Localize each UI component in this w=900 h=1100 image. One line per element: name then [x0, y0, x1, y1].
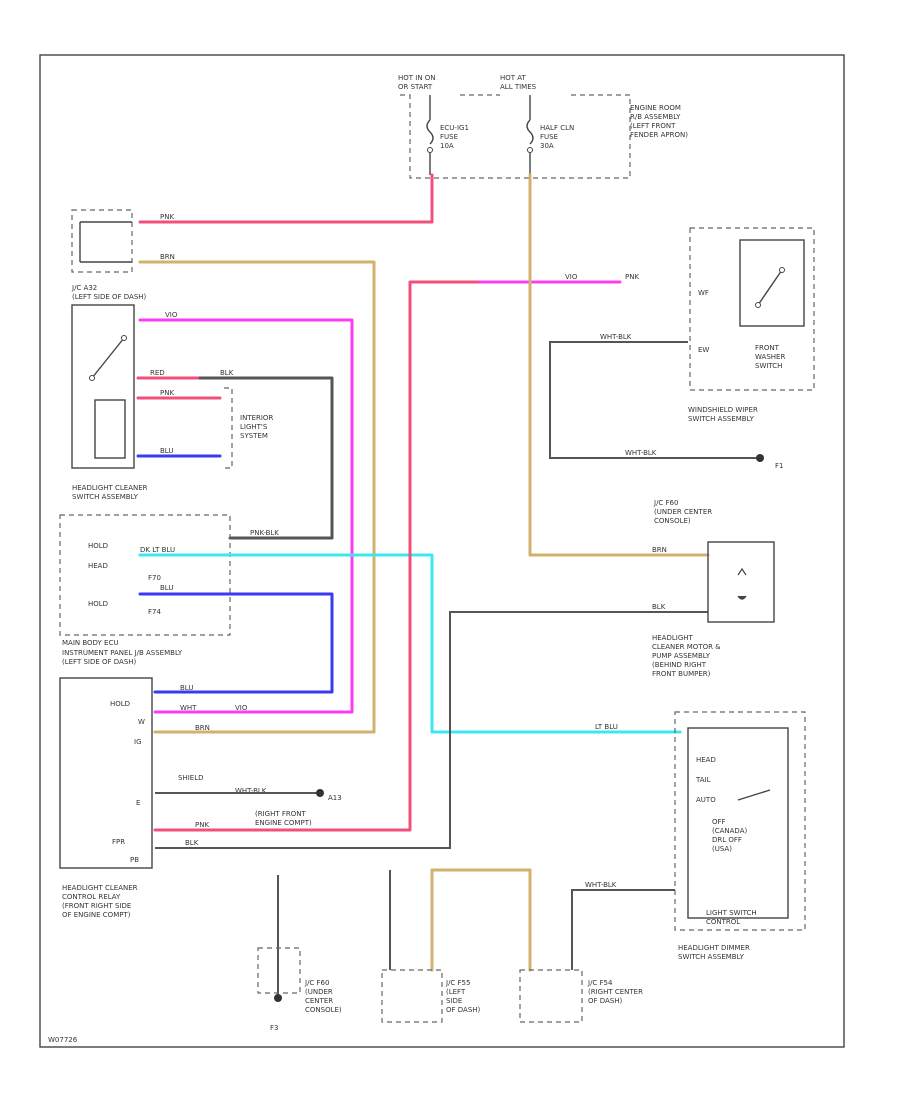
- wire-label-vio-2: VIO: [235, 704, 248, 712]
- hl-dimmer-switch-box: [674, 711, 806, 931]
- ecu-ig1-fuse: [426, 95, 434, 175]
- f1-ground-label: F1: [775, 462, 783, 470]
- jc-f55-box: [381, 969, 443, 1023]
- jc-a32-box: [71, 209, 133, 273]
- wire-pnk-fpr: [153, 280, 482, 832]
- wire-label-pnk-2: PNK: [160, 389, 174, 397]
- relay-pin-hold: HOLD: [110, 700, 130, 708]
- wire-blk-motor: [155, 611, 708, 849]
- hl-cleaner-switch-box: [71, 304, 135, 469]
- ecu-pin-hold2: HOLD: [88, 600, 108, 608]
- diagram-id: W07726: [48, 1036, 78, 1044]
- wire-label-wht-blk-2: WHT-BLK: [600, 333, 632, 341]
- wire-label-brn-3: BRN: [652, 546, 667, 554]
- shield-label: SHIELD: [178, 774, 203, 782]
- wire-label-pnk-4: PNK: [625, 273, 639, 281]
- wire-label-lt-blu: LT BLU: [595, 723, 618, 731]
- dimmer-off: OFF(CANADA)DRL OFF(USA): [712, 818, 747, 853]
- wire-brn-ig: [138, 260, 376, 734]
- jc-f54-box: [519, 969, 583, 1023]
- ecu-pin-head: HEAD: [88, 562, 108, 570]
- wire-lt-blu: [138, 553, 682, 734]
- wiper-pin-ew: EW: [698, 346, 709, 354]
- wire-label-blk-1: BLK: [220, 369, 234, 377]
- wire-label-wht-blk-1: WHT-BLK: [235, 787, 267, 795]
- wire-blk-ecu: [198, 376, 334, 540]
- wire-label-pnk-blk: PNK-BLK: [250, 529, 279, 537]
- wire-label-blu-3: BLU: [180, 684, 193, 692]
- wire-label-vio-3: VIO: [565, 273, 578, 281]
- main-body-ecu-box: [59, 514, 231, 636]
- wire-label-blk-3: BLK: [652, 603, 666, 611]
- main-body-ecu-label: MAIN BODY ECU: [62, 639, 119, 647]
- jc-a32-label: J/C A32(LEFT SIDE OF DASH): [71, 284, 147, 301]
- wire-brn-motor: [528, 173, 710, 557]
- wire-label-wht-blk-3: WHT-BLK: [625, 449, 657, 457]
- wire-blu-hold: [138, 592, 334, 694]
- engine-room-rb-outline: [400, 94, 631, 179]
- hl-cleaner-motor-box: [707, 541, 775, 623]
- wire-label-dk-lt-blu: DK LT BLU: [140, 546, 175, 554]
- jc-f60-bottom-box: [257, 947, 301, 994]
- wire-label-pnk-3: PNK: [195, 821, 209, 829]
- instrument-panel-jb-label: INSTRUMENT PANEL J/B ASSEMBLY(LEFT SIDE …: [62, 649, 183, 666]
- wiper-switch-outer: [689, 227, 815, 391]
- relay-pin-ig: IG: [134, 738, 142, 746]
- wiper-pin-wf: WF: [698, 289, 709, 297]
- hl-cleaner-relay-box: [59, 677, 153, 869]
- wire-label-red: RED: [150, 369, 165, 377]
- relay-pin-fpr: FPR: [112, 838, 125, 846]
- wire-label-pnk-1: PNK: [160, 213, 174, 221]
- wire-vio-w: [138, 318, 354, 714]
- relay-pin-pb: PB: [130, 856, 139, 864]
- wire-label-blu-2: BLU: [160, 584, 173, 592]
- ecu-pin-hold: HOLD: [88, 542, 108, 550]
- f3-ground-label: F3: [270, 1024, 278, 1032]
- relay-pin-w: W: [138, 718, 145, 726]
- wire-label-blu-1: BLU: [160, 447, 173, 455]
- dimmer-auto: AUTO: [696, 796, 716, 804]
- wire-brn-jumper: [430, 868, 532, 972]
- diagram-border: [39, 54, 845, 1048]
- wire-wht-blk-wiper: [549, 341, 760, 459]
- ecu-f70: F70: [148, 574, 161, 582]
- wire-pnk-fuse: [138, 173, 434, 224]
- light-switch-control-box: [687, 727, 789, 919]
- a13-label: A13: [328, 794, 342, 802]
- wire-wht-blk-dimmer: [571, 889, 675, 970]
- dimmer-head: HEAD: [696, 756, 716, 764]
- wire-label-wht-blk-4: WHT-BLK: [585, 881, 617, 889]
- dimmer-tail: TAIL: [695, 776, 711, 784]
- front-washer-switch-box: [739, 239, 805, 327]
- wire-label-blk-2: BLK: [185, 839, 199, 847]
- interior-light-bracket: [224, 387, 233, 469]
- wire-label-brn-2: BRN: [195, 724, 210, 732]
- wire-label-brn-1: BRN: [160, 253, 175, 261]
- wire-label-vio-1: VIO: [165, 311, 178, 319]
- half-cln-fuse: [526, 95, 534, 175]
- ecu-f74: F74: [148, 608, 161, 616]
- wire-label-wht: WHT: [180, 704, 197, 712]
- relay-pin-e: E: [136, 799, 140, 807]
